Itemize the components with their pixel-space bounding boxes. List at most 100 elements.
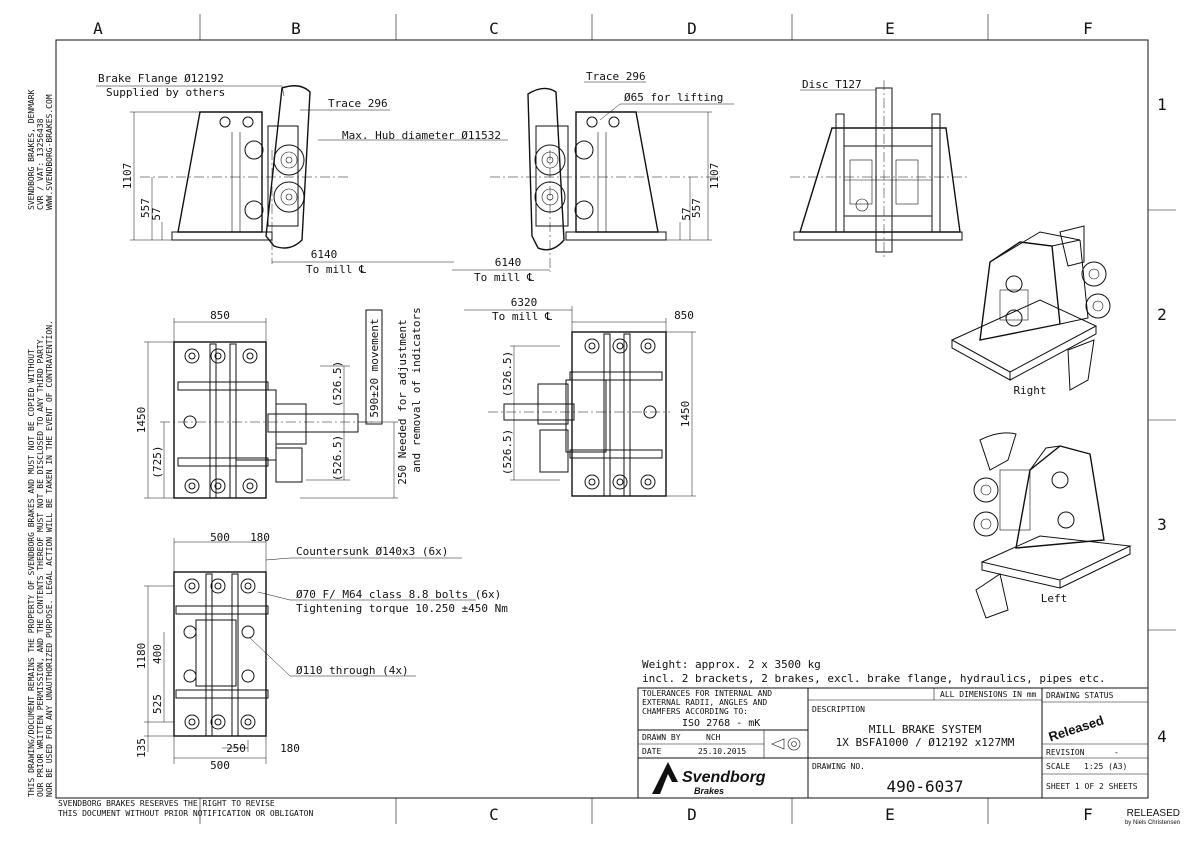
movement-box: [365, 309, 383, 425]
all-dimensions-label: ALL DIMENSIONS IN mm: [940, 690, 1037, 699]
side-company-notes: SVENDBORG BRAKES, DENMARK CVR / VAT: 132…: [27, 89, 54, 210]
footer-notes: SVENDBORG BRAKES RESERVES THE RIGHT TO R…: [58, 799, 313, 818]
to-mill-left: To mill ℄: [306, 263, 366, 276]
scale-label: SCALE: [1046, 762, 1070, 771]
property-line-3: NOR BE USED FOR ANY UNAUTHORIZED PURPOSE…: [45, 320, 54, 797]
released-footer-label: RELEASED: [1127, 808, 1180, 819]
movement-label: 590±20 movement: [368, 318, 381, 417]
released-by-label: by Niels Christensen: [1125, 820, 1180, 826]
caliper-plan-left: [235, 389, 277, 461]
isometric-right-label-group: Right: [1013, 384, 1046, 397]
dim-6140-mid: 6140: [495, 256, 522, 269]
company-line-3: WWW.SVENDBORG-BRAKES.COM: [45, 94, 54, 210]
title-block-text: TOLERANCES FOR INTERNAL AND EXTERNAL RAD…: [642, 689, 1138, 796]
base-plate-bottom: [173, 571, 267, 737]
dim-6140-left: 6140: [311, 248, 338, 261]
mid-right-plan-view: [464, 306, 696, 497]
dim-725-left: (725): [151, 445, 164, 478]
trace-label-mid: Trace 296: [586, 70, 646, 83]
bracket-body-mid: [575, 111, 659, 233]
sheet-count: SHEET 1 OF 2 SHEETS: [1046, 782, 1138, 791]
property-line-2: OUR PRIOR WRITTEN PERMISSION, AND THE CO…: [36, 335, 45, 797]
iso-left-caliper-lower: [973, 511, 999, 537]
to-mill-mid: To mill ℄: [474, 271, 534, 284]
drawing-number-value: 490-6037: [886, 777, 963, 796]
brake-flange-label: Brake Flange Ø12192: [98, 72, 224, 85]
isometric-view-left: [973, 432, 1132, 619]
grid-row-labels: 1 2 3 4: [1157, 95, 1167, 746]
torque-label: Tightening torque 10.250 ±450 Nm: [296, 602, 508, 615]
dim-57-left: 57: [150, 207, 163, 220]
caliper-lower: [273, 181, 305, 213]
supplied-label: Supplied by others: [106, 86, 225, 99]
title-block: [637, 687, 1149, 799]
dim-1180: 1180: [135, 643, 148, 670]
company-line-2: CVR / VAT: 13256438: [36, 118, 45, 210]
dim-500-top: 500: [210, 531, 230, 544]
row-label-3: 3: [1157, 515, 1167, 534]
top-left-view-labels: Brake Flange Ø12192 Supplied by others T…: [98, 72, 501, 276]
caliper-plan-right: [565, 379, 607, 453]
description-line-2: 1X BSFA1000 / Ø12192 x127MM: [836, 736, 1015, 749]
dim-850-right: 850: [674, 309, 694, 322]
row-label-1: 1: [1157, 95, 1167, 114]
grid-ticks: [199, 14, 1176, 824]
svendborg-logo: [652, 762, 678, 794]
drawing-number-label: DRAWING NO.: [812, 762, 865, 771]
col-label-f: F: [1083, 19, 1093, 38]
lifting-label: Ø65 for lifting: [624, 91, 723, 104]
to-mill-right: To mill ℄: [492, 310, 552, 323]
isometric-view-right: [950, 225, 1111, 391]
drawn-by-label: DRAWN BY: [642, 733, 681, 742]
dim-57-mid: 57: [680, 207, 693, 220]
disc-plan-left: [267, 413, 359, 433]
dim-557-left: 557: [139, 198, 152, 218]
col-label-d-bottom: D: [687, 805, 697, 824]
description-label: DESCRIPTION: [812, 705, 865, 714]
isometric-left-label-group: Left: [1041, 592, 1068, 605]
tolerance-iso: ISO 2768 - mK: [682, 718, 760, 729]
needed-label-2: and removal of indicators: [410, 307, 423, 473]
tolerance-line-3: CHAMFERS ACCORDING TO:: [642, 707, 748, 716]
footer-line-2: THIS DOCUMENT WITHOUT PRIOR NOTIFICATION…: [58, 809, 313, 818]
dim-1450-right: 1450: [679, 401, 692, 428]
base-plate-right: [571, 331, 667, 497]
bracket-body-left: [177, 111, 263, 233]
iso-right-label: Right: [1013, 384, 1046, 397]
weight-line-1: Weight: approx. 2 x 3500 kg: [642, 658, 821, 671]
col-label-e: E: [885, 19, 895, 38]
col-label-c-bottom: C: [489, 805, 499, 824]
top-right-view-labels: Disc T127: [802, 78, 862, 91]
row-label-2: 2: [1157, 305, 1167, 324]
revision-value: -: [1114, 748, 1119, 757]
mid-left-plan-view: [144, 309, 398, 499]
projection-symbol: [771, 737, 801, 751]
grid-column-labels: A B C D E F C D E F: [93, 19, 1093, 824]
disc-label: Disc T127: [802, 78, 862, 91]
tolerance-line-1: TOLERANCES FOR INTERNAL AND: [642, 689, 772, 698]
dim-400: 400: [151, 644, 164, 664]
logo-main-text: Svendborg: [682, 769, 766, 786]
drawn-by-value: NCH: [706, 733, 721, 742]
drawing-frame: [55, 39, 1149, 799]
col-label-d: D: [687, 19, 697, 38]
bolts-label: Ø70 F/ M64 class 8.8 bolts (6x): [296, 588, 501, 601]
row-label-4: 4: [1157, 727, 1167, 746]
top-right-view: [790, 80, 970, 260]
mid-left-plan-labels: 850 1450 (725) (526.5) (526.5) 590±20 mo…: [135, 307, 423, 485]
mid-right-plan-labels: 6320 To mill ℄ 850 1450 (526.5) (526.5): [492, 296, 694, 475]
dim-250: 250: [226, 742, 246, 755]
dim-6320: 6320: [511, 296, 538, 309]
description-line-1: MILL BRAKE SYSTEM: [869, 723, 982, 736]
col-label-e-bottom: E: [885, 805, 895, 824]
company-line-1: SVENDBORG BRAKES, DENMARK: [27, 89, 36, 210]
brake-disc-mid: [527, 87, 565, 251]
dim-500-bottom: 500: [210, 759, 230, 772]
footer-line-1: SVENDBORG BRAKES RESERVES THE RIGHT TO R…: [58, 799, 275, 808]
base-plate-left: [173, 341, 267, 499]
top-middle-view: [452, 81, 734, 272]
weight-note: Weight: approx. 2 x 3500 kg incl. 2 brac…: [642, 658, 1106, 685]
through-holes-label: Ø110 through (4x): [296, 664, 409, 677]
countersunk-label: Countersunk Ø140x3 (6x): [296, 545, 448, 558]
